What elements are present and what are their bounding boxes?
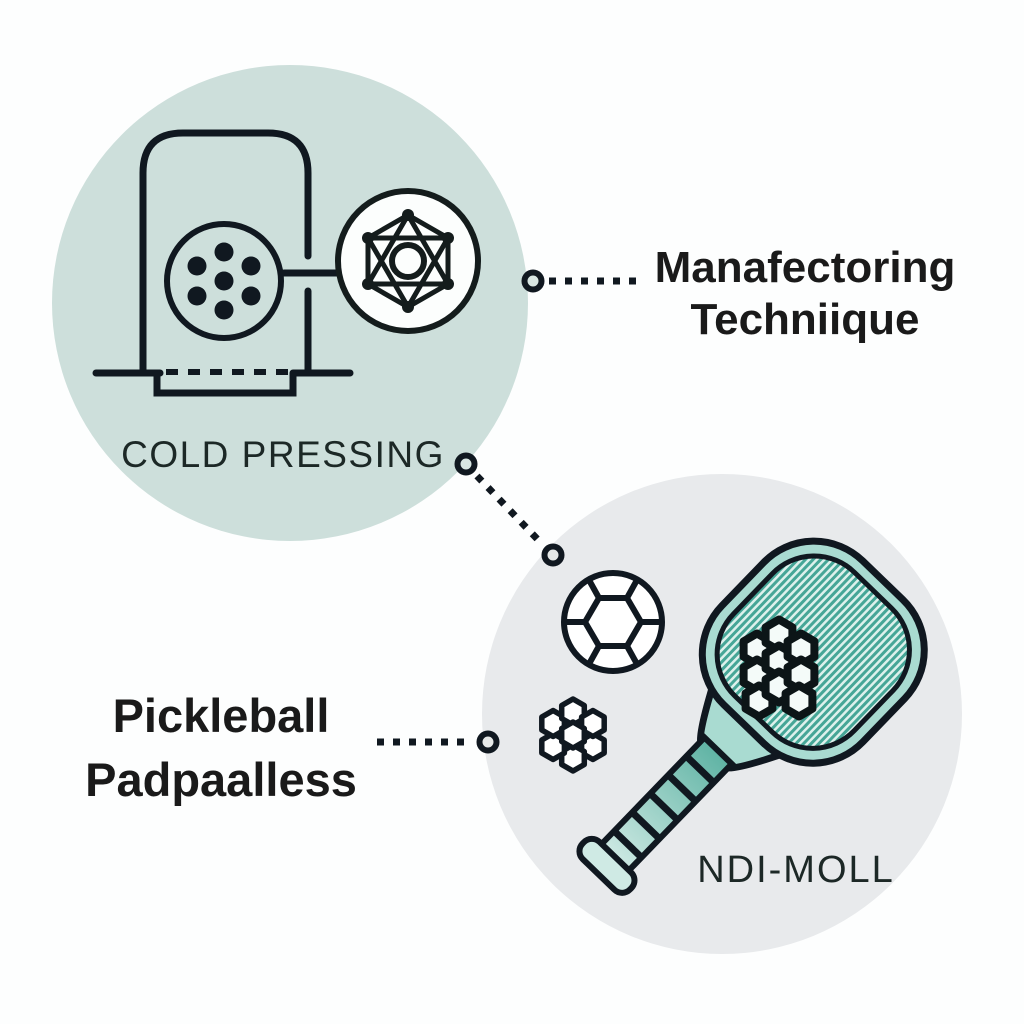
paddle-honeycomb-core-icon [739,615,819,721]
paddles-label-line2: Padpaalless [85,753,357,806]
connector-manufacturing [521,269,640,293]
mold-holes [187,242,261,320]
mold-caption: NDI-MOLL [697,849,895,891]
paddles-label: Pickleball Padpaalless [51,684,391,812]
manufacturing-label: Manafectoring Techniique [630,242,980,346]
grip-wraps [611,753,717,860]
cold-pressing-caption: COLD PRESSING [121,434,445,475]
paddles-label-line1: Pickleball [112,689,330,742]
pickleball-ball-small-icon [539,696,607,774]
manufacturing-label-line1: Manafectoring [654,243,956,292]
molecule-icon [335,188,481,334]
connector-paddles [377,730,500,754]
connector-bubbles [454,452,565,567]
press-base [153,370,297,397]
press-machine-icon [92,129,354,397]
molecule-nodes [362,209,454,313]
pickleball-ball-large-icon [561,570,665,674]
manufacturing-label-line2: Techniique [690,295,920,344]
